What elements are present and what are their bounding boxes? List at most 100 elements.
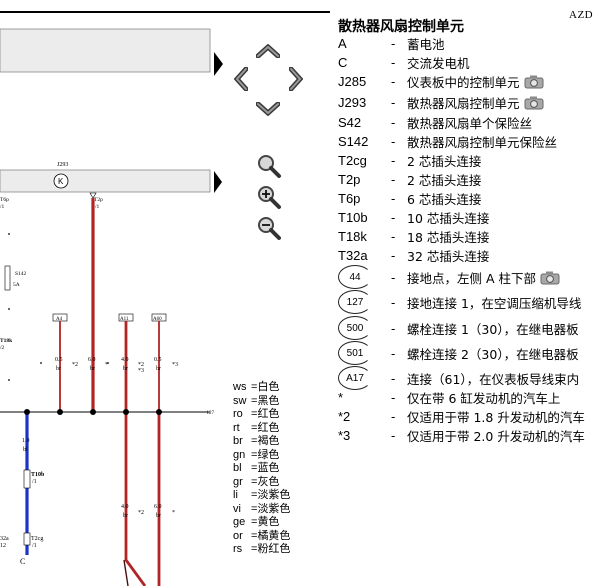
color-row: bl= 蓝色 (233, 462, 280, 474)
component-code: T10b (338, 210, 368, 225)
pan-left-button[interactable] (228, 66, 254, 92)
component-code: J285 (338, 74, 367, 89)
lower-labels: 1.0 bl T10b /1 4.0 br 6.0 br *2 * 32a 12… (0, 438, 175, 566)
component-desc: 散热器风扇单个保险丝 (407, 116, 533, 131)
t2p-pin: /1 (95, 204, 100, 210)
color-row: gr= 灰色 (233, 475, 280, 488)
camera-icon[interactable] (524, 74, 544, 89)
red-wires (59, 198, 161, 586)
wire-mark: *2 (138, 362, 144, 368)
chevron-right-icon (289, 67, 303, 91)
s142-fuse (4, 265, 11, 291)
chevron-up-icon (256, 44, 280, 58)
bus-node (156, 409, 162, 415)
wire-lower-dark (123, 559, 129, 586)
lower-wire-size: 6.0 (154, 504, 162, 510)
wire-size: 4.0 (121, 357, 129, 363)
t6p-label: T6p (0, 197, 9, 203)
t2p-label: T2p (94, 197, 103, 203)
note-mark: *3 (338, 428, 351, 443)
bus-node (90, 409, 96, 415)
color-row: br= 褐色 (233, 435, 280, 447)
wire-mark: *2 (72, 362, 78, 368)
pan-up-button[interactable] (255, 38, 281, 64)
j293-symbol-letter: K (58, 177, 64, 186)
fuse-tags: A4 A11 A60 (52, 313, 167, 322)
camera-icon[interactable] (524, 95, 544, 110)
bolt-badge: 500 (338, 316, 372, 340)
camera-icon[interactable] (540, 270, 560, 285)
connector-badge: A17 (338, 366, 372, 390)
wire-color: br (56, 366, 61, 372)
j293-panel (0, 169, 211, 193)
ground-label: C (20, 557, 25, 566)
t6p-pin: /1 (0, 204, 5, 210)
t18k-label: T18k (0, 338, 13, 344)
t10b-pin: /1 (32, 479, 37, 485)
wire-size: 0.5 (55, 357, 63, 363)
component-code: S42 (338, 115, 362, 130)
pin-dots (8, 233, 109, 381)
wire-labels: 0.5 br 6.0 br 4.0 br 0.5 br *2 * *2 *3 *… (55, 357, 178, 374)
component-code: T2p (338, 172, 361, 187)
legend-title: 散热器风扇控制单元 (338, 19, 464, 35)
component-code: J293 (338, 95, 367, 110)
chevron-left-icon (234, 67, 248, 91)
upper-panel (0, 28, 211, 73)
component-code: T6p (338, 191, 361, 206)
expand-arrow-upper[interactable] (214, 52, 223, 76)
pan-right-button[interactable] (283, 66, 309, 92)
wire-mark: *3 (138, 368, 144, 374)
component-desc: 蓄电池 (407, 37, 445, 52)
color-row: vi= 淡紫色 (233, 502, 291, 515)
ground-badge: 127 (338, 290, 372, 314)
zoom-reset-button[interactable] (254, 152, 282, 180)
bolt-badge: 501 (338, 341, 372, 365)
connection-desc: 螺栓连接 1（30），在继电器板 (407, 321, 579, 337)
t2cg-pin: /1 (32, 543, 37, 549)
fuse-tag-text: A60 (153, 317, 162, 322)
expand-arrow-lower[interactable] (214, 171, 222, 193)
color-row: ws= 白色 (233, 381, 280, 393)
component-code: C (338, 55, 348, 70)
s142-label: S142 (15, 271, 27, 277)
component-desc: 2 芯插头连接 (407, 154, 482, 169)
s142-amp: 5A (13, 282, 20, 288)
pan-down-button[interactable] (255, 96, 281, 122)
wire-mark: *3 (172, 362, 178, 368)
color-row: li= 淡紫色 (233, 489, 291, 501)
bus-node (24, 409, 30, 415)
zoom-out-button[interactable] (254, 214, 282, 242)
wire-color: br (156, 366, 161, 372)
fuse-tag-text: A11 (120, 317, 129, 322)
component-desc: 交流发电机 (407, 56, 470, 71)
pin-dot (8, 308, 10, 310)
top-rule (0, 11, 330, 13)
wiring-schematic: J293 K T6p /1 T2p /1 S142 5A T18k /2 A4 … (0, 28, 215, 586)
t32a-pin: 12 (0, 543, 6, 549)
component-desc: 散热器风扇控制单元保险丝 (407, 135, 558, 150)
component-desc: 10 芯插头连接 (407, 211, 490, 226)
note-mark: *2 (338, 409, 351, 424)
note-desc: 仅适用于带 2.0 升发动机的汽车 (407, 429, 585, 444)
pin-dot (107, 362, 109, 364)
t2cg-connector (23, 532, 31, 546)
component-desc: 仪表板中的控制单元 (407, 75, 520, 90)
component-code: T32a (338, 248, 368, 263)
wire-size: 0.5 (154, 357, 162, 363)
blue-wire-color: bl (23, 447, 28, 453)
wire-size: 6.0 (88, 357, 96, 363)
magnifier-icon (258, 155, 281, 178)
wire-color: br (90, 366, 95, 372)
bus-number: 127 (207, 411, 215, 416)
t18k-pin: /2 (0, 345, 5, 351)
component-code: T2cg (338, 153, 367, 168)
component-code: S142 (338, 134, 369, 149)
fuse-tag-text: A4 (56, 317, 63, 322)
pin-dot (8, 233, 10, 235)
component-desc: 散热器风扇控制单元 (407, 96, 520, 111)
lower-mark: * (172, 510, 175, 516)
component-desc: 2 芯插头连接 (407, 173, 482, 188)
color-row: sw= 黑色 (233, 394, 280, 407)
zoom-in-button[interactable] (254, 183, 282, 211)
